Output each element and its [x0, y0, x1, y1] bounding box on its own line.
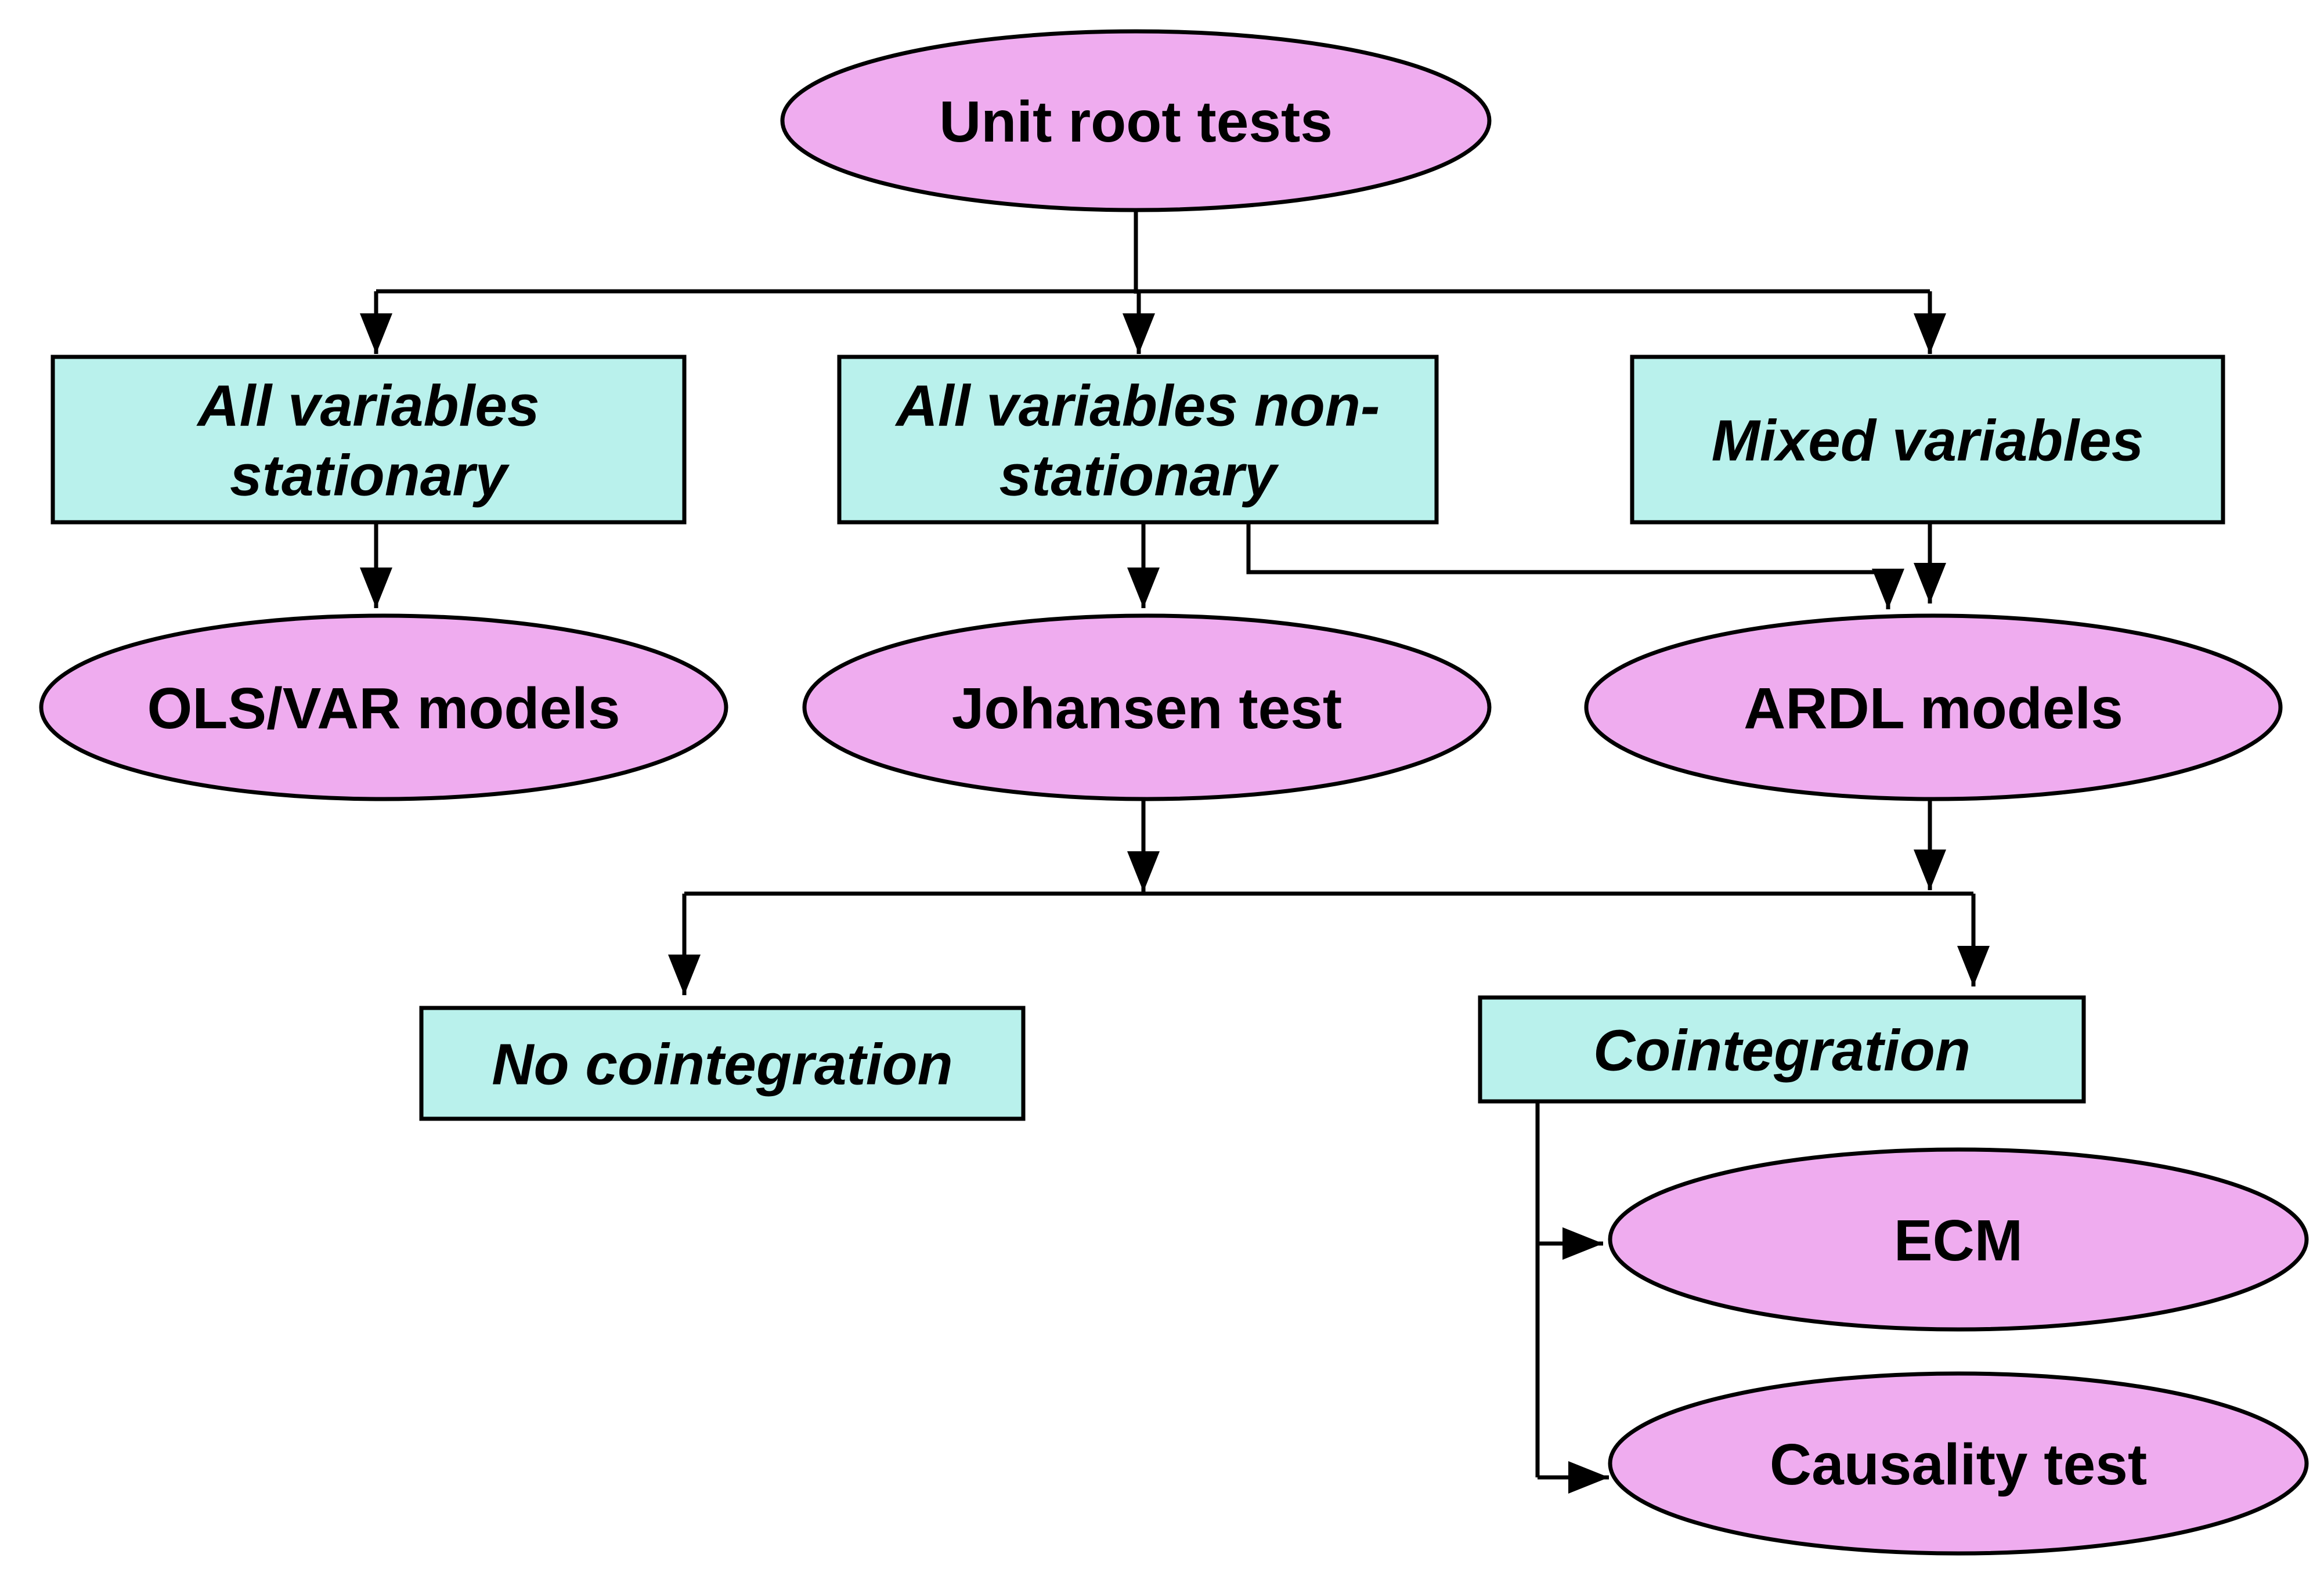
causality-test-label: Causality test: [1770, 1432, 2147, 1497]
node-mixed-variables: Mixed variables: [1630, 355, 2225, 525]
all-variables-stationary-shape: [50, 355, 687, 525]
mixed-variables-label: Mixed variables: [1712, 409, 2144, 474]
cointegration-shape: [1478, 995, 2086, 1104]
node-no-cointegration: No cointegration: [419, 1006, 1026, 1121]
ols-var-models-label: OLS/VAR models: [147, 676, 620, 741]
causality-test-shape: [1608, 1371, 2309, 1556]
no-cointegration-label: No cointegration: [492, 1032, 952, 1097]
johansen-test-shape: [802, 613, 1492, 801]
ecm-shape: [1608, 1147, 2309, 1332]
ardl-models-shape: [1584, 613, 2283, 801]
no-cointegration-shape: [419, 1006, 1026, 1121]
node-causality-test: Causality test: [1608, 1371, 2309, 1556]
johansen-test-label: Johansen test: [952, 676, 1342, 741]
node-johansen-test: Johansen test: [802, 613, 1492, 801]
all-variables-non-stationary-label: All variables non-stationary: [894, 374, 1380, 508]
unit-root-tests-shape: [780, 29, 1492, 212]
unit-root-tests-label: Unit root tests: [939, 89, 1333, 154]
edge-non-stationary-to-ardl-connector: [1246, 523, 1904, 609]
node-cointegration: Cointegration: [1478, 995, 2086, 1104]
all-variables-non-stationary-shape: [837, 355, 1439, 525]
node-ecm: ECM: [1608, 1147, 2309, 1332]
mixed-variables-shape: [1630, 355, 2225, 525]
node-ardl-models: ARDL models: [1584, 613, 2283, 801]
ecm-label: ECM: [1894, 1208, 2023, 1273]
ardl-models-label: ARDL models: [1744, 676, 2123, 741]
node-ols-var-models: OLS/VAR models: [39, 613, 728, 801]
node-unit-root-tests: Unit root tests: [780, 29, 1492, 212]
ols-var-models-shape: [39, 613, 728, 801]
edges-layer: [360, 211, 1990, 1494]
cointegration-label: Cointegration: [1593, 1018, 1971, 1083]
node-all-variables-non-stationary: All variables non-stationary: [837, 355, 1439, 525]
